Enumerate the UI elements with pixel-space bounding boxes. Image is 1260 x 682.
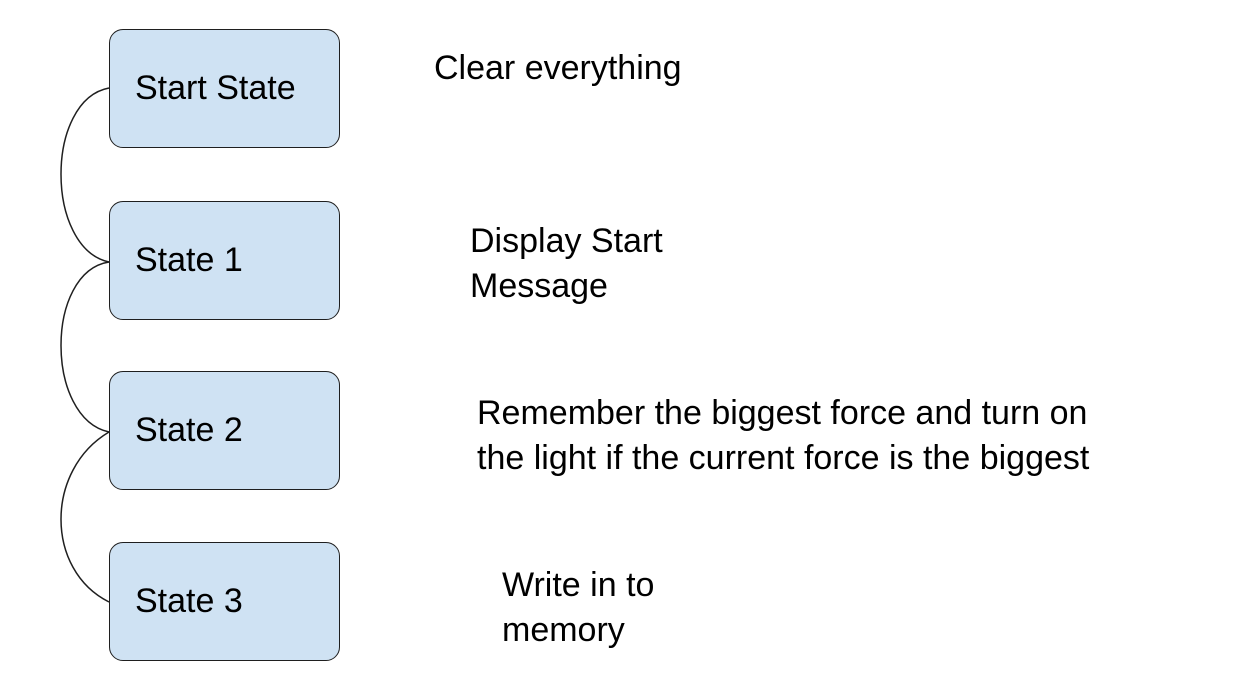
state-box-3: State 3 bbox=[109, 542, 340, 661]
state-label: State 2 bbox=[135, 411, 243, 449]
connector-state-2-to-state-3 bbox=[60, 431, 110, 603]
state-box-1: State 1 bbox=[109, 201, 340, 320]
description-line: the light if the current force is the bi… bbox=[477, 439, 1090, 477]
connector-state-1-to-state-2 bbox=[60, 261, 110, 433]
state-description-1: Display Start Message bbox=[470, 219, 663, 309]
state-description-start: Clear everything bbox=[434, 46, 682, 91]
state-box-start: Start State bbox=[109, 29, 340, 148]
state-description-3: Write in to memory bbox=[502, 563, 654, 653]
description-line: Display Start bbox=[470, 222, 663, 260]
connector-start-to-state-1 bbox=[60, 87, 110, 263]
description-line: Message bbox=[470, 267, 608, 305]
description-line: Write in to bbox=[502, 566, 655, 604]
description-line: Clear everything bbox=[434, 49, 682, 87]
state-label: State 1 bbox=[135, 241, 243, 279]
description-line: memory bbox=[502, 611, 625, 649]
state-description-2: Remember the biggest force and turn on t… bbox=[477, 391, 1089, 481]
description-line: Remember the biggest force and turn on bbox=[477, 394, 1088, 432]
state-box-2: State 2 bbox=[109, 371, 340, 490]
state-label: Start State bbox=[135, 69, 296, 107]
state-label: State 3 bbox=[135, 582, 243, 620]
